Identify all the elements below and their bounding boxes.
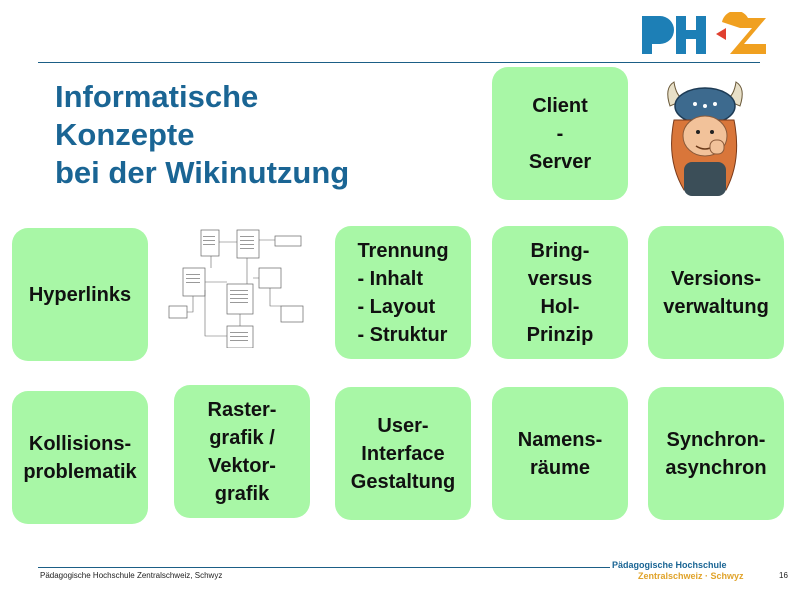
box-text: Interface xyxy=(361,442,445,465)
box-text: - xyxy=(556,122,564,145)
box-text: Client xyxy=(532,94,588,117)
box-bring-hol-prinzip: Bring- versus Hol- Prinzip xyxy=(492,226,628,359)
box-text: Hol- xyxy=(540,295,580,318)
box-rastergrafik-vektorgrafik: Raster- grafik / Vektor- grafik xyxy=(174,385,310,518)
box-text: Hyperlinks xyxy=(28,283,132,306)
slide-title: Informatische Konzepte bei der Wikinutzu… xyxy=(55,78,349,192)
footer-institution: Pädagogische Hochschule Zentralschweiz, … xyxy=(40,571,223,580)
box-text: - Inhalt xyxy=(357,267,423,290)
class-diagram-thumbnail xyxy=(168,229,304,348)
box-text: grafik / xyxy=(209,426,275,449)
box-text: Trennung xyxy=(357,239,449,262)
box-text: Prinzip xyxy=(526,323,594,346)
box-hyperlinks: Hyperlinks xyxy=(12,228,148,361)
title-line-3: bei der Wikinutzung xyxy=(55,155,350,190)
box-text: asynchron xyxy=(665,456,767,479)
page-number: 16 xyxy=(779,571,788,580)
box-text: Namens- xyxy=(517,428,603,451)
box-user-interface-gestaltung: User- Interface Gestaltung xyxy=(335,387,471,520)
box-text: Bring- xyxy=(530,239,590,262)
header-divider xyxy=(38,62,760,63)
box-text: Vektor- xyxy=(208,454,276,477)
box-namensraeume: Namens- räume xyxy=(492,387,628,520)
box-text: Server xyxy=(528,150,592,173)
title-line-1: Informatische xyxy=(55,79,259,114)
title-line-2: Konzepte xyxy=(55,117,195,152)
box-text: Kollisions- xyxy=(28,432,132,455)
box-text: problematik xyxy=(23,460,137,483)
box-text: verwaltung xyxy=(663,295,769,318)
box-text: Versions- xyxy=(670,267,762,290)
footer-brand-line-1: Pädagogische Hochschule xyxy=(612,560,727,570)
footer-divider xyxy=(38,567,610,568)
box-text: Gestaltung xyxy=(350,470,456,493)
box-text: versus xyxy=(527,267,593,290)
box-text: - Layout xyxy=(357,295,436,318)
box-client-server: Client - Server xyxy=(492,67,628,200)
box-text: Synchron- xyxy=(666,428,766,451)
box-versionsverwaltung: Versions- verwaltung xyxy=(648,226,784,359)
box-kollisionsproblematik: Kollisions- problematik xyxy=(12,391,148,524)
box-text: räume xyxy=(529,456,590,479)
box-text: Raster- xyxy=(207,398,277,421)
footer-brand-line-2: Zentralschweiz · Schwyz xyxy=(638,571,744,581)
box-text: - Struktur xyxy=(357,323,448,346)
viking-illustration xyxy=(667,81,743,196)
box-trennung: Trennung - Inhalt - Layout - Struktur xyxy=(335,226,471,359)
phz-logo xyxy=(642,12,766,54)
box-text: User- xyxy=(377,414,429,437)
box-text: grafik xyxy=(214,482,270,505)
box-synchron-asynchron: Synchron- asynchron xyxy=(648,387,784,520)
footer-brand: Pädagogische Hochschule Zentralschweiz ·… xyxy=(612,560,744,582)
